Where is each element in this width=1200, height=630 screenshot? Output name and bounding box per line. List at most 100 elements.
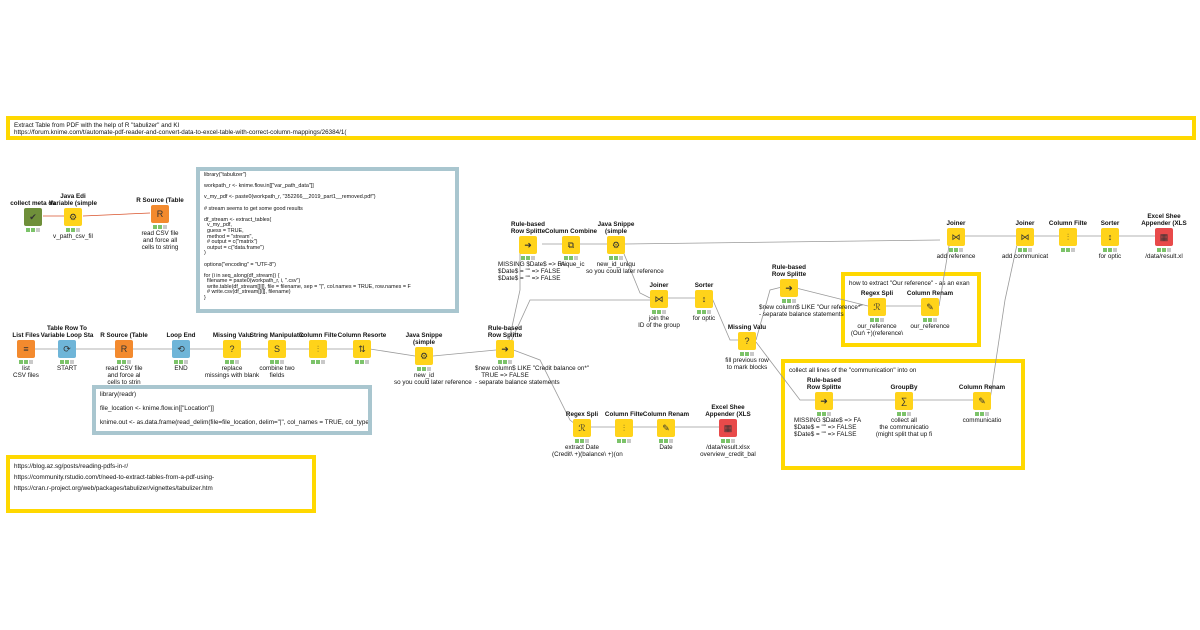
excel-icon[interactable]: ▦	[719, 419, 737, 437]
filter-icon[interactable]: ⫶	[309, 340, 327, 358]
node-colfilter2[interactable]: Column Filte⫶	[1038, 220, 1098, 252]
node-java2[interactable]: Java Snippe (simple⚙new_id so you could …	[394, 333, 472, 387]
node-description: END	[174, 365, 188, 372]
regex-icon[interactable]: ℛ	[868, 298, 886, 316]
node-title: Joiner	[1015, 220, 1035, 228]
node-excel1[interactable]: Excel Shee Appender (XLS▦/data/result.xl	[1134, 214, 1194, 261]
resort-icon[interactable]: ⇅	[353, 340, 371, 358]
status-light	[163, 225, 167, 229]
java-icon[interactable]: ⚙	[607, 236, 625, 254]
string-icon[interactable]: S	[268, 340, 286, 358]
annotation-readr-code[interactable]: library(readr) file_location <- knime.fl…	[92, 385, 372, 435]
node-loopend[interactable]: Loop End⟲END	[151, 332, 211, 373]
status-light	[740, 352, 744, 356]
excel-icon[interactable]: ▦	[1155, 228, 1173, 246]
node-rulesplit3[interactable]: Rule-based Row Splitte➜$new column$ LIKE…	[759, 265, 863, 319]
node-title: Excel Shee Appender (XLS	[1141, 213, 1187, 228]
java-icon[interactable]: ⚙	[415, 347, 433, 365]
java-icon[interactable]: ⚙	[64, 208, 82, 226]
split-icon[interactable]: ➜	[780, 279, 798, 297]
rename-icon[interactable]: ✎	[921, 298, 939, 316]
annotation-links[interactable]: https://blog.az.sg/posts/reading-pdfs-in…	[6, 455, 316, 513]
node-colrename1[interactable]: Column Renam✎our_reference	[900, 290, 960, 331]
list-icon[interactable]: ≡	[17, 340, 35, 358]
sort-icon[interactable]: ↕	[695, 290, 713, 308]
status-light	[29, 360, 33, 364]
rename-icon[interactable]: ✎	[657, 419, 675, 437]
status-light	[817, 412, 821, 416]
status-light	[875, 318, 879, 322]
annotation-tabulizer-code[interactable]: library("tabulizer") workpath_r <- knime…	[196, 167, 459, 313]
node-collect[interactable]: collect meta da✔	[3, 200, 63, 232]
node-loopstart[interactable]: Table Row To Variable Loop Sta⟳START	[37, 326, 97, 373]
node-status-lights	[224, 360, 240, 364]
node-status-lights	[354, 360, 370, 364]
status-light	[526, 256, 530, 260]
status-light	[721, 439, 725, 443]
split-icon[interactable]: ➜	[519, 236, 537, 254]
annotation-main[interactable]: Extract Table from PDF with the help of …	[6, 116, 1196, 140]
status-light	[707, 310, 711, 314]
join-icon[interactable]: ⋈	[1016, 228, 1034, 246]
check-icon[interactable]: ✔	[24, 208, 42, 226]
node-description: extract Date (Credit\ +)(balance\ +)(on	[552, 444, 623, 458]
split-icon[interactable]: ➜	[815, 392, 833, 410]
node-missing2[interactable]: Missing Valu?fill previous row to mark b…	[717, 324, 777, 372]
status-light	[1162, 248, 1166, 252]
node-title: Sorter	[694, 282, 714, 290]
annotation-our-reference[interactable]: how to extract "Our reference" - as an e…	[841, 272, 981, 347]
node-colcombine[interactable]: Column Combine⧉unique_ic	[541, 228, 601, 269]
node-java1[interactable]: Java Edi Variable (simple⚙v_path_csv_fil	[43, 194, 103, 241]
status-light	[697, 310, 701, 314]
filter-icon[interactable]: ⫶	[1059, 228, 1077, 246]
node-colrename2[interactable]: Column Renam✎Date	[636, 411, 696, 452]
r-icon[interactable]: R	[151, 205, 169, 223]
join-icon[interactable]: ⋈	[650, 290, 668, 308]
node-title: Column Renam	[906, 290, 954, 298]
status-light	[923, 318, 927, 322]
node-title: Rule-based Row Splitte	[510, 221, 546, 236]
node-colrename3[interactable]: Column Renam✎communicatio	[952, 384, 1012, 425]
connection	[507, 347, 576, 425]
question-icon[interactable]: ?	[223, 340, 241, 358]
node-sorter2[interactable]: Sorter↕for optic	[1080, 220, 1140, 261]
node-java3[interactable]: Java Snippe (simple⚙new_id_uniqu so you …	[586, 222, 664, 276]
node-colfilter3[interactable]: Column Filte⫶	[594, 411, 654, 443]
node-colresort[interactable]: Column Resorte⇅	[332, 332, 392, 364]
node-groupby[interactable]: GroupBy∑collect all the communicatio (mi…	[874, 384, 934, 438]
join-icon[interactable]: ⋈	[947, 228, 965, 246]
split-icon[interactable]: ➜	[496, 340, 514, 358]
node-rulesplit1[interactable]: Rule-based Row Splitte➜$new column$ LIKE…	[475, 326, 589, 386]
sort-icon[interactable]: ↕	[1101, 228, 1119, 246]
loop-end-icon[interactable]: ⟲	[172, 340, 190, 358]
status-light	[627, 439, 631, 443]
node-joiner2[interactable]: Joiner⋈add reference	[926, 220, 986, 261]
regex-icon[interactable]: ℛ	[573, 419, 591, 437]
node-status-lights	[974, 412, 990, 416]
status-light	[669, 439, 673, 443]
groupby-icon[interactable]: ∑	[895, 392, 913, 410]
node-listfiles[interactable]: List Files≡list CSV files	[0, 332, 56, 380]
filter-icon[interactable]: ⫶	[615, 419, 633, 437]
question-icon[interactable]: ?	[738, 332, 756, 350]
status-light	[275, 360, 279, 364]
status-light	[609, 256, 613, 260]
node-missing1[interactable]: Missing Valu?replace missings with blank	[202, 332, 262, 380]
node-excel2[interactable]: Excel Shee Appender (XLS▦/data/result.xl…	[698, 405, 758, 459]
loop-start-icon[interactable]: ⟳	[58, 340, 76, 358]
node-joiner1[interactable]: Joiner⋈join the ID of the group	[629, 282, 689, 330]
node-joiner3[interactable]: Joiner⋈add communicat	[995, 220, 1055, 261]
node-sorter1[interactable]: Sorter↕for optic	[674, 282, 734, 323]
node-colfilter1[interactable]: Column Filte⫶	[288, 332, 348, 364]
node-status-lights	[1102, 248, 1118, 252]
r-icon[interactable]: R	[115, 340, 133, 358]
rename-icon[interactable]: ✎	[973, 392, 991, 410]
combine-icon[interactable]: ⧉	[562, 236, 580, 254]
node-rulesplit4[interactable]: Rule-based Row Splitte➜MISSING $Date$ =>…	[794, 378, 861, 438]
